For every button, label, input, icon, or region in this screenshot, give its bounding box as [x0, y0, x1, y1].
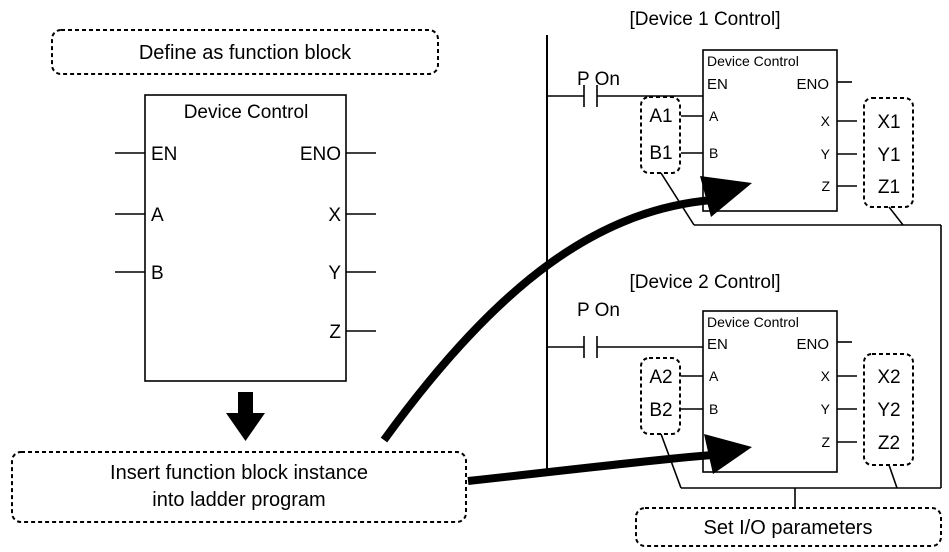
define-callout-text: Define as function block [139, 42, 352, 64]
instance-1-heading: [Device 1 Control] [629, 9, 780, 30]
instance-2-block-title: Device Control [707, 314, 799, 330]
insert-callout-line1: Insert function block instance [110, 462, 368, 484]
instance-2-param-a: A2 [649, 367, 672, 388]
instance-2-en: EN [707, 336, 728, 353]
def-input-b: B [151, 263, 164, 284]
instance-device-2: [Device 2 Control] P On Device Control E… [547, 272, 914, 473]
insert-callout-line2: into ladder program [152, 489, 325, 511]
instance-2-param-z: Z2 [878, 433, 900, 454]
instance-1-en: EN [707, 76, 728, 93]
instance-1-param-x: X1 [877, 112, 900, 133]
def-output-x: X [328, 205, 341, 226]
instance-2-pin-a: A [709, 368, 719, 384]
instance-1-pin-b: B [709, 145, 718, 161]
instance-2-param-y: Y2 [877, 400, 900, 421]
instance-1-pin-y: Y [821, 146, 831, 162]
instance-2-param-x: X2 [877, 367, 900, 388]
instance-1-param-y: Y1 [877, 145, 900, 166]
io-parameter-connectors [660, 172, 942, 508]
instance-1-output-params-box [863, 97, 914, 208]
def-output-z: Z [329, 322, 341, 343]
instance-2-contact-label: P On [577, 300, 620, 321]
instance-1-input-params-box [640, 96, 681, 174]
curved-arrow-icon [704, 434, 752, 474]
instance-1-pin-x: X [821, 113, 831, 129]
instance-1-block-title: Device Control [707, 53, 799, 69]
instance-1-eno: ENO [796, 76, 829, 93]
instance-1-pin-z: Z [821, 178, 830, 194]
definition-block-title: Device Control [184, 102, 309, 123]
def-input-a: A [151, 205, 164, 226]
instance-2-pin-y: Y [821, 401, 831, 417]
down-arrow-icon [226, 392, 265, 441]
instance-2-pin-b: B [709, 401, 718, 417]
instance-2-eno: ENO [796, 336, 829, 353]
instance-2-pin-z: Z [821, 434, 830, 450]
set-io-callout-text: Set I/O parameters [704, 517, 873, 539]
def-output-y: Y [328, 263, 341, 284]
function-block-definition: Device Control EN A B ENO X Y Z [115, 94, 376, 382]
insert-arrows [380, 176, 752, 485]
def-input-en: EN [151, 144, 177, 165]
instance-2-input-params-box [640, 357, 681, 435]
instance-2-pin-x: X [821, 368, 831, 384]
def-output-eno: ENO [300, 144, 341, 165]
define-callout: Define as function block [51, 29, 439, 75]
insert-callout: Insert function block instance into ladd… [11, 451, 467, 523]
instance-1-param-a: A1 [649, 106, 672, 127]
set-io-callout: Set I/O parameters [635, 507, 942, 547]
instance-2-heading: [Device 2 Control] [629, 272, 780, 293]
instance-1-pin-a: A [709, 108, 719, 124]
instance-2-output-params-box [863, 353, 914, 466]
instance-1-param-b: B1 [649, 143, 672, 164]
curved-arrow-icon [700, 176, 752, 217]
instance-1-contact-label: P On [577, 69, 620, 90]
instance-1-param-z: Z1 [878, 177, 900, 198]
instance-2-param-b: B2 [649, 400, 672, 421]
